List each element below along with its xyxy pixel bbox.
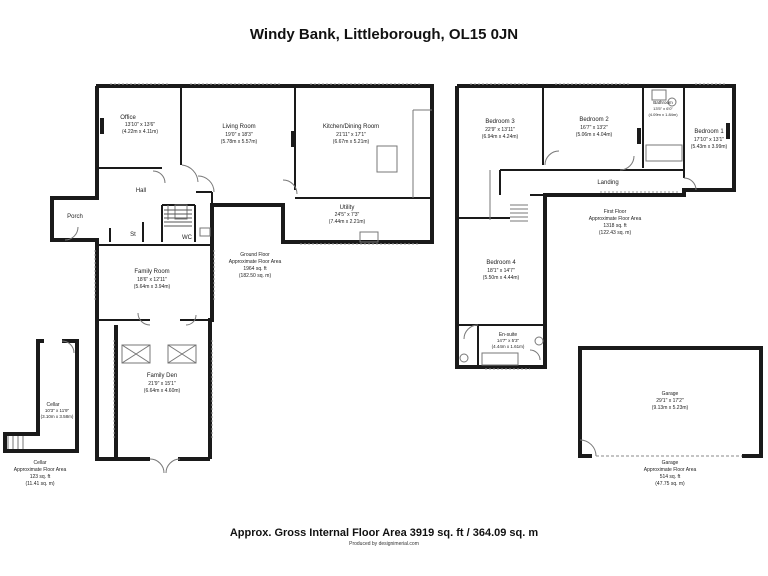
- cellar-metric: (3.10m x 3.58m): [41, 414, 74, 419]
- bathroom-label: Bathroom: [653, 100, 673, 105]
- porch-label: Porch: [67, 214, 83, 220]
- office-label: Office: [120, 115, 136, 121]
- ground-floor-inner-walls: [97, 86, 432, 459]
- garage-floor-sqm: (47.75 sq. m): [655, 481, 685, 487]
- first-floor-sqft: 1318 sq. ft: [603, 223, 627, 229]
- office-dims: 13'10" x 13'6": [125, 122, 155, 128]
- bedroom-3-dims: 22'9" x 13'11": [485, 127, 515, 133]
- landing-label: Landing: [597, 180, 618, 186]
- first-floor-inner-walls: [457, 86, 685, 367]
- kitchen-metric: (6.67m x 5.21m): [333, 139, 370, 145]
- cellar-steps: [7, 340, 75, 449]
- family-den-label: Family Den: [147, 373, 177, 379]
- first-floor-outer-walls: [455, 84, 736, 369]
- hall-label: Hall: [136, 188, 146, 194]
- first-floor-sub: Approximate Floor Area: [589, 216, 642, 222]
- ground-floor-sqft: 1964 sq. ft: [243, 266, 267, 272]
- family-room-label: Family Room: [134, 269, 169, 275]
- ground-floor-name: Ground Floor: [240, 252, 270, 258]
- garage-floor-sqft: 514 sq. ft: [660, 474, 681, 480]
- bedroom-1-dims: 17'10" x 13'1": [694, 137, 724, 143]
- store-label: St: [130, 232, 136, 238]
- garage-label: Garage: [662, 391, 679, 397]
- bathroom-dims: 13'5" x 6'0": [653, 106, 673, 111]
- kitchen-dims: 21'11" x 17'1": [336, 132, 366, 138]
- living-room-label: Living Room: [222, 124, 255, 130]
- bathroom-metric: (4.09m x 1.84m): [648, 112, 678, 117]
- garage-floor-sub: Approximate Floor Area: [644, 467, 697, 473]
- bedroom-4-metric: (5.50m x 4.44m): [483, 275, 520, 281]
- bedroom-2-dims: 16'7" x 13'2": [580, 125, 608, 131]
- garage-floor-name: Garage: [662, 460, 679, 466]
- ground-floor-sqm: (182.50 sq. m): [239, 273, 272, 279]
- bedroom-3-label: Bedroom 3: [485, 119, 515, 125]
- bedroom-2-metric: (5.06m x 4.04m): [576, 132, 613, 138]
- cellar-floor-name: Cellar: [33, 460, 46, 466]
- cellar-floor-sqft: 123 sq. ft: [30, 474, 51, 480]
- bedroom-3-metric: (6.94m x 4.24m): [482, 134, 519, 140]
- total-floor-area: Approx. Gross Internal Floor Area 3919 s…: [229, 527, 539, 539]
- bedroom-1-label: Bedroom 1: [694, 129, 724, 135]
- living-room-metric: (5.78m x 5.57m): [221, 139, 258, 145]
- ground-floor-fixtures: [64, 109, 432, 474]
- family-room-metric: (5.64m x 3.94m): [134, 284, 171, 290]
- staircase: [164, 209, 192, 227]
- office-metric: (4.22m x 4.11m): [122, 129, 158, 135]
- family-den-dims: 21'9" x 15'1": [148, 381, 176, 387]
- first-floor-fixtures: [459, 89, 697, 366]
- garage-dims: 29'1" x 17'2": [656, 398, 684, 404]
- cellar-walls: [3, 339, 79, 453]
- utility-dims: 24'5" x 7'3": [335, 212, 360, 218]
- first-floor-sqm: (122.43 sq. m): [599, 230, 632, 236]
- bedroom-4-label: Bedroom 4: [486, 260, 516, 266]
- cellar-dims: 10'3" x 11'9": [45, 408, 70, 413]
- page-title: Windy Bank, Littleborough, OL15 0JN: [249, 26, 519, 43]
- bedroom-4-dims: 18'1" x 14'7": [487, 268, 515, 274]
- living-room-dims: 19'0" x 18'3": [225, 132, 253, 138]
- cellar-floor-sqm: (11.41 sq. m): [25, 481, 54, 487]
- garage-walls: [578, 346, 763, 458]
- ground-floor-sub: Approximate Floor Area: [229, 259, 282, 265]
- window-marks: [94, 83, 725, 440]
- utility-metric: (7.44m x 2.21m): [329, 219, 366, 225]
- utility-label: Utility: [340, 205, 355, 211]
- fireplaces: [100, 118, 730, 147]
- wc-label: WC: [182, 235, 193, 241]
- bedroom-1-metric: (5.43m x 3.99m): [691, 144, 728, 150]
- credit-line: Produced by designimerial.com: [349, 541, 419, 547]
- ensuite-metric: (4.44m x 1.61m): [492, 344, 525, 349]
- family-den-metric: (6.64m x 4.60m): [144, 388, 181, 394]
- ensuite-dims: 14'7" x 5'3": [497, 338, 520, 343]
- cellar-label: Cellar: [46, 402, 59, 408]
- cellar-floor-sub: Approximate Floor Area: [14, 467, 67, 473]
- first-floor-name: First Floor: [604, 209, 627, 215]
- family-room-dims: 18'6" x 12'11": [137, 277, 167, 283]
- garage-metric: (9.13m x 5.23m): [652, 405, 689, 411]
- bedroom-2-label: Bedroom 2: [579, 117, 609, 123]
- ensuite-label: En-suite: [499, 332, 518, 338]
- garage-door-swing: [579, 439, 597, 457]
- kitchen-label: Kitchen/Dining Room: [323, 124, 379, 130]
